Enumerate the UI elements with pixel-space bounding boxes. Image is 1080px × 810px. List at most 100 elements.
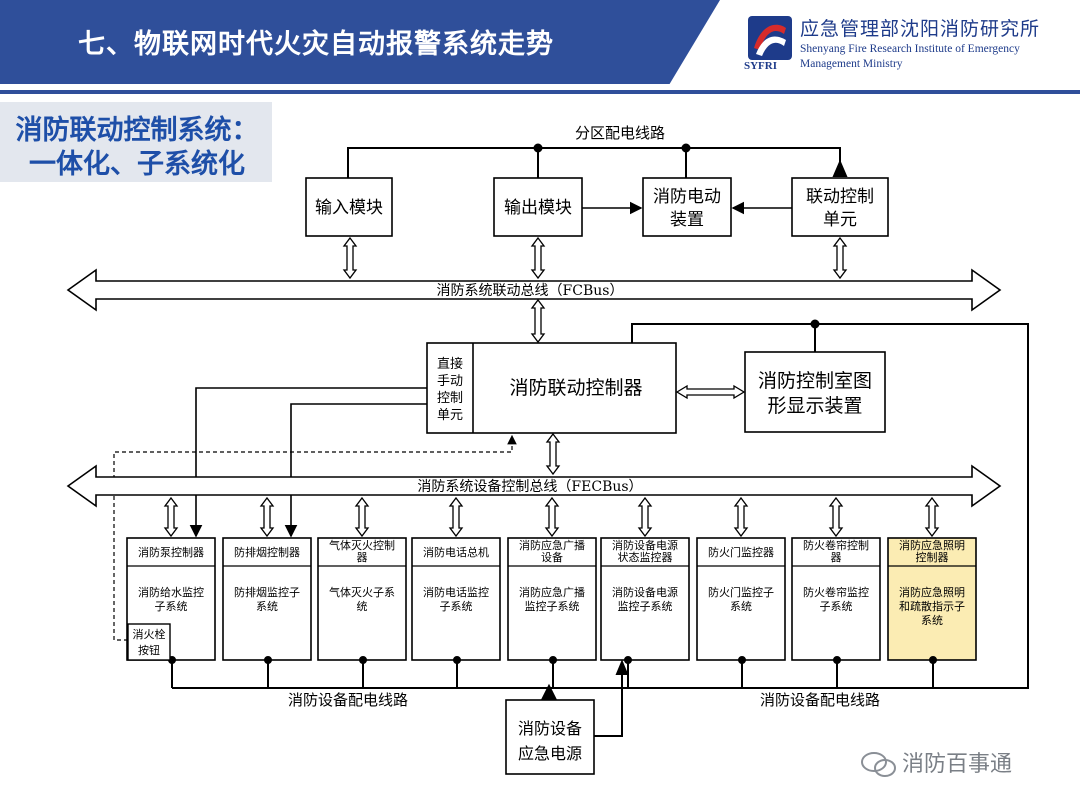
power-tap-dot: [929, 656, 937, 664]
manual-unit-line-3: 控制: [437, 391, 463, 406]
subsystem-name-label: 消防应急广播: [519, 585, 585, 599]
logo-abbreviation: SYFRI: [744, 60, 778, 72]
subsystem-controller-label: 器: [831, 551, 842, 564]
title-bar: [0, 0, 720, 84]
power-tap-dot: [453, 656, 461, 664]
fire-device-label-2: 装置: [670, 210, 704, 230]
subsystem-controller-label: 防火卷帘控制: [803, 538, 869, 552]
fcbus-bar: [66, 268, 1002, 312]
page-title: 七、物联网时代火灾自动报警系统走势: [78, 29, 554, 60]
subsystem-name-label: 消防应急照明: [899, 585, 965, 599]
subsystem-name-label: 防火门监控子: [708, 585, 774, 599]
subsystem-name-label: 气体灭火子系: [329, 585, 395, 599]
power-tap-dot: [833, 656, 841, 664]
subsystem-controller-label: 器: [357, 551, 368, 564]
subsystem-bus-connector: [637, 496, 653, 538]
top-power-line-label: 分区配电线路: [575, 124, 665, 142]
power-tap-dot: [549, 656, 557, 664]
organization-name-cn: 应急管理部沈阳消防研究所: [800, 18, 1041, 40]
hydrant-button-label-2: 按钮: [138, 643, 160, 657]
subsystem-bus-connector: [733, 496, 749, 538]
header-divider: [0, 90, 1080, 94]
wechat-icon: [861, 752, 896, 777]
hydrant-signal-line: [113, 434, 517, 641]
emergency-power-box: [505, 699, 595, 775]
controller-label: 消防联动控制器: [509, 377, 642, 399]
emergency-power-label-1: 消防设备: [518, 719, 582, 738]
subsystem-name-label: 子系统: [440, 600, 473, 613]
fcbus-label: 消防系统联动总线（FCBus）: [437, 283, 624, 299]
graphic-display-label-1: 消防控制室图: [758, 370, 872, 392]
top-power-line: [347, 143, 848, 178]
subsystem-bus-connector: [828, 496, 844, 538]
subsystem-name-label: 防火卷帘监控: [803, 585, 869, 599]
subsystem-name-label: 统: [357, 600, 368, 613]
fcbus-controller-connector: [530, 298, 546, 344]
manual-unit-line-2: 手动: [437, 374, 463, 389]
subsystem-box: [791, 537, 881, 661]
fire-device-box: [642, 177, 732, 237]
subtitle-line-2: 一体化、子系统化: [29, 149, 245, 180]
subsystem-box: [696, 537, 786, 661]
manual-control-lines: [189, 387, 427, 538]
subsystem-name-label: 系统: [921, 614, 943, 627]
subsystem-bus-connector: [448, 496, 464, 538]
subsystem-controller-label: 状态监控器: [618, 550, 673, 564]
linkage-unit-label-1: 联动控制: [806, 187, 874, 207]
organization-name-en: Shenyang Fire Research Institute of Emer…: [800, 43, 1020, 70]
subsystem-controller-label: 防火门监控器: [708, 545, 774, 559]
subsystem-name-label: 和疏散指示子: [899, 599, 965, 613]
subsystem-bus-connector: [924, 496, 940, 538]
subtitle-box: 消防联动控制系统： 一体化、子系统化: [0, 102, 272, 182]
bottom-power-line: [172, 659, 930, 737]
linkage-unit-label-2: 单元: [823, 210, 857, 230]
subsystem-controller-label: 消防泵控制器: [138, 545, 204, 559]
hydrant-button-label-1: 消火栓: [133, 627, 166, 641]
subsystem-bus-connector: [259, 496, 275, 538]
hydrant-button-box: [127, 623, 171, 661]
subtitle-line-1: 消防联动控制系统：: [15, 115, 259, 146]
right-power-loop: [631, 319, 1029, 689]
subsystem-controller-label: 消防设备电源: [612, 538, 678, 552]
power-tap-dot: [738, 656, 746, 664]
fire-device-label-1: 消防电动: [653, 187, 721, 207]
subsystem-name-label: 监控子系统: [618, 599, 673, 613]
subsystem-box: [411, 537, 501, 661]
fecbus-label: 消防系统设备控制总线（FECBus）: [417, 478, 642, 495]
subsystem-controller-label: 控制器: [916, 550, 949, 564]
graphic-display-box: [744, 351, 886, 433]
power-tap-dot: [624, 656, 632, 664]
fecbus-bar: [66, 464, 1002, 508]
watermark-text: 消防百事通: [902, 752, 1013, 777]
controller-display-connector: [675, 384, 746, 400]
header: 七、物联网时代火灾自动报警系统走势 SYFRI 应急管理部沈阳消防研究所 She…: [0, 0, 1080, 94]
subsystem-box: [600, 537, 690, 661]
subsystem-bus-connector: [163, 496, 179, 538]
subsystem-controller-label: 消防应急照明: [899, 538, 965, 552]
subsystem-name-label: 消防电话监控: [423, 585, 489, 599]
subsystem-name-label: 子系统: [820, 600, 853, 613]
subsystem-name-label: 消防设备电源: [612, 585, 678, 599]
power-tap-dot: [264, 656, 272, 664]
subsystem-controller-label: 设备: [541, 550, 563, 564]
graphic-display-label-2: 形显示装置: [767, 395, 862, 417]
emergency-power-label-2: 应急电源: [518, 744, 582, 763]
subsystem-box: [317, 537, 407, 661]
subsystem-bus-connector: [354, 496, 370, 538]
manual-unit-line-4: 单元: [437, 408, 463, 423]
subsystem-name-label: 系统: [256, 600, 278, 613]
subsystem-box: [507, 537, 597, 661]
manual-unit-line-1: 直接: [437, 356, 463, 372]
subsystem-box: [887, 537, 977, 661]
linkage-unit-box: [791, 177, 889, 237]
subsystem-name-label: 消防给水监控: [138, 585, 204, 599]
